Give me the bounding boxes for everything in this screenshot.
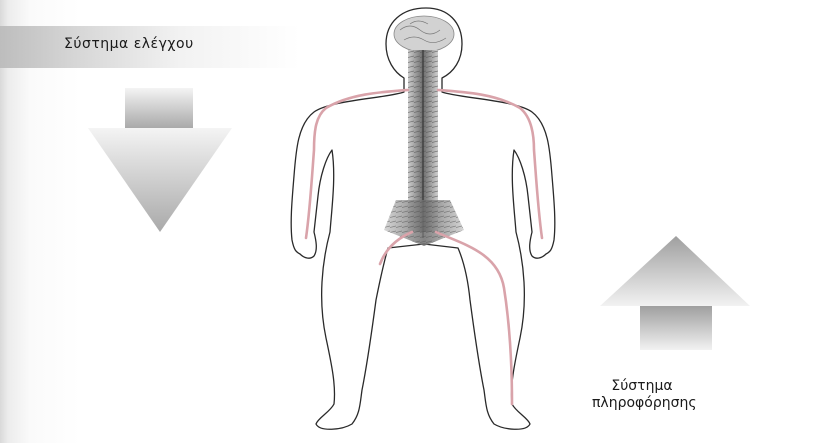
information-system-label: Σύστημα πληροφόρησης [592,378,692,412]
information-system-label-line1: Σύστημα [592,378,692,395]
up-arrow-icon [600,236,750,350]
information-system-label-line2: πληροφόρησης [592,395,692,412]
brain [394,16,454,52]
down-arrow-icon [88,88,232,232]
